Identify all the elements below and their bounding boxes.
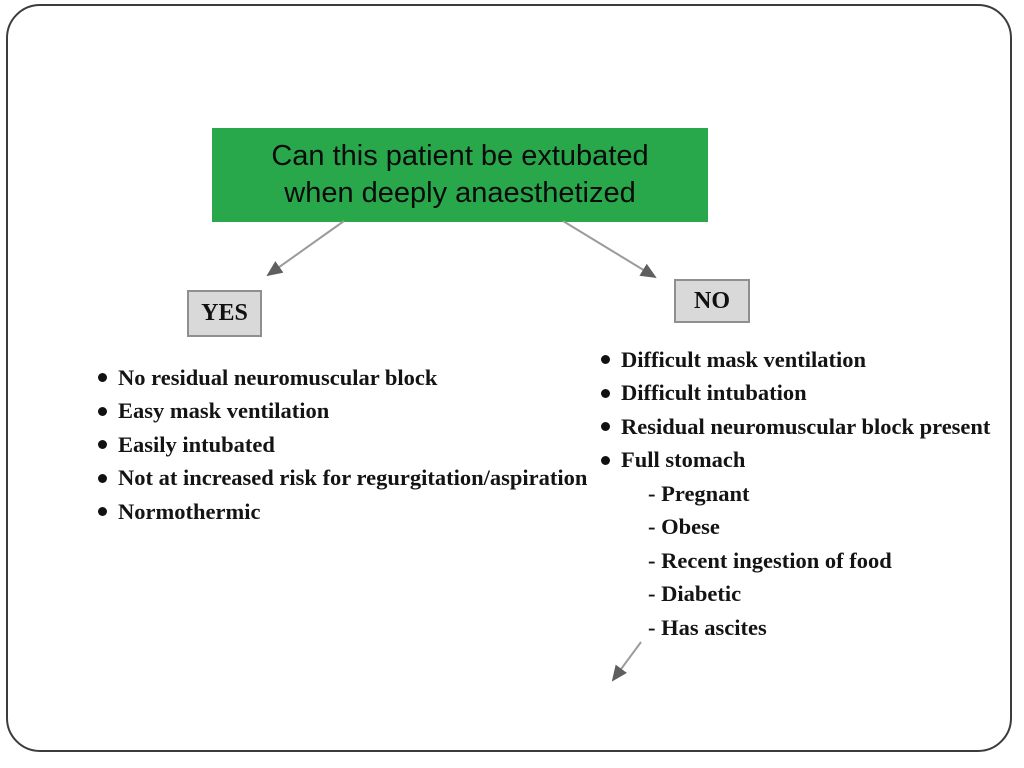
no-criteria-list: Difficult mask ventilation Difficult int… xyxy=(601,343,990,477)
bullet-dot xyxy=(601,455,610,465)
list-item: Difficult intubation xyxy=(601,377,990,411)
list-item: Difficult mask ventilation xyxy=(601,343,990,377)
item-label: Not at increased risk for regurgitation/… xyxy=(118,465,588,491)
item-label: Residual neuromuscular block present xyxy=(621,413,991,439)
item-label: Easily intubated xyxy=(118,431,275,457)
no-branch-arrow xyxy=(562,220,657,279)
bullet-dot xyxy=(98,473,107,483)
yes-criteria-list: No residual neuromuscular block Easy mas… xyxy=(98,361,587,529)
slide-frame xyxy=(6,4,1012,752)
question-line-1: Can this patient be extubated xyxy=(271,140,649,172)
item-label: Difficult mask ventilation xyxy=(621,346,866,372)
item-label: - Has ascites xyxy=(648,614,767,640)
list-item: Full stomach xyxy=(601,444,990,478)
no-label: NO xyxy=(694,287,730,314)
list-item: Not at increased risk for regurgitation/… xyxy=(98,462,587,496)
yes-box: YES xyxy=(187,290,262,337)
continuation-arrow xyxy=(611,641,642,682)
sub-list-item: - Has ascites xyxy=(648,611,892,645)
item-label: Easy mask ventilation xyxy=(118,398,330,424)
item-label: Full stomach xyxy=(621,447,746,473)
item-label: No residual neuromuscular block xyxy=(118,364,438,390)
list-item: Residual neuromuscular block present xyxy=(601,410,990,444)
full-stomach-sublist: - Pregnant - Obese - Recent ingestion of… xyxy=(648,477,892,645)
yes-branch-arrow xyxy=(266,220,345,277)
bullet-dot xyxy=(98,373,107,383)
list-item: Easy mask ventilation xyxy=(98,395,587,429)
sub-list-item: - Obese xyxy=(648,511,892,545)
bullet-dot xyxy=(601,388,610,398)
bullet-dot xyxy=(601,422,610,432)
item-label: - Obese xyxy=(648,514,720,540)
bullet-dot xyxy=(98,507,107,517)
sub-list-item: - Diabetic xyxy=(648,578,892,612)
bullet-dot xyxy=(98,440,107,450)
question-line-2: when deeply anaesthetized xyxy=(284,177,636,209)
list-item: Easily intubated xyxy=(98,428,587,462)
sub-list-item: - Recent ingestion of food xyxy=(648,544,892,578)
list-item: Normothermic xyxy=(98,495,587,529)
bullet-dot xyxy=(98,406,107,416)
sub-list-item: - Pregnant xyxy=(648,477,892,511)
bullet-dot xyxy=(601,355,610,365)
item-label: - Pregnant xyxy=(648,480,750,506)
yes-label: YES xyxy=(201,300,248,326)
item-label: Normothermic xyxy=(118,498,261,524)
item-label: - Recent ingestion of food xyxy=(648,547,892,573)
item-label: - Diabetic xyxy=(648,581,742,607)
item-label: Difficult intubation xyxy=(621,380,807,406)
question-box: Can this patient be extubated when deepl… xyxy=(212,128,708,222)
no-box: NO xyxy=(674,279,750,323)
list-item: No residual neuromuscular block xyxy=(98,361,587,395)
